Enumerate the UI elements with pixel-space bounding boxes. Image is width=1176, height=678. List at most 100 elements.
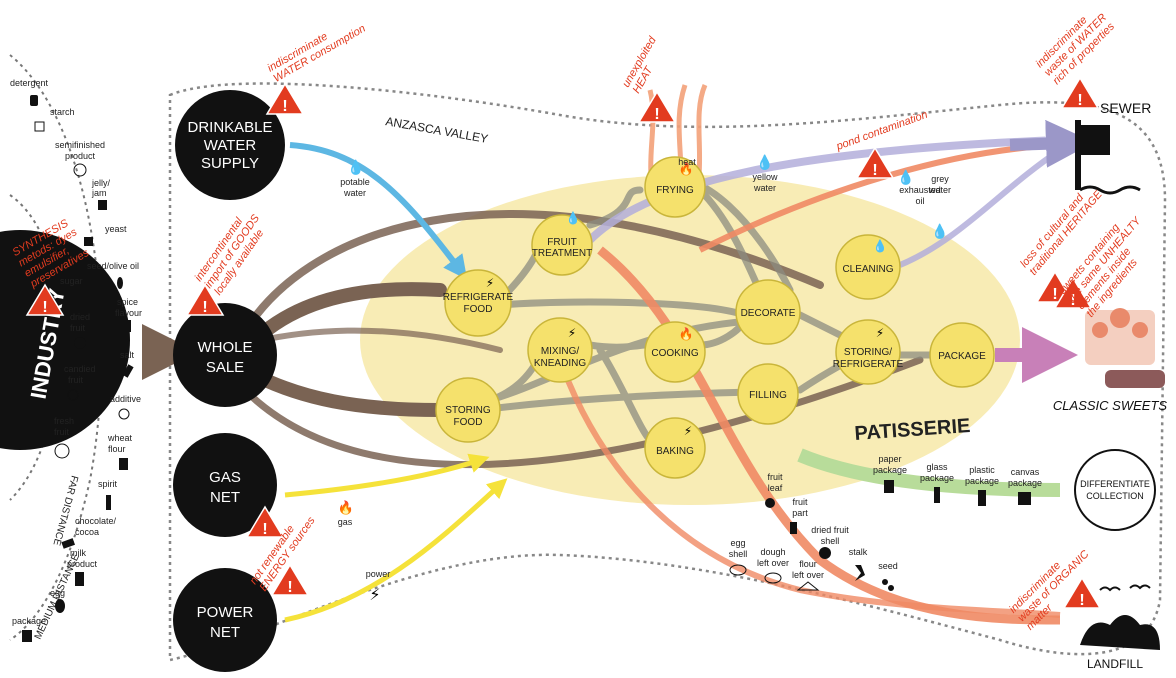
svg-text:canvas: canvas (1011, 467, 1040, 477)
baking-node (644, 417, 706, 479)
svg-text:dough: dough (760, 547, 785, 557)
svg-text:jelly/: jelly/ (91, 178, 111, 188)
package-node (929, 322, 995, 388)
svg-text:WHOLE: WHOLE (197, 339, 252, 356)
svg-text:egg: egg (730, 538, 745, 548)
spirit-icon (106, 495, 111, 510)
svg-text:unexploitedHEAT: unexploitedHEAT (620, 34, 669, 95)
warning-icon: ! (245, 505, 285, 538)
spice-icon (124, 320, 131, 332)
svg-text:paper: paper (878, 454, 901, 464)
lightning-icon: ⚡ (876, 326, 884, 340)
storing-refrigerate-node (835, 319, 901, 385)
svg-text:potable: potable (340, 177, 370, 187)
svg-text:NET: NET (210, 624, 240, 641)
drop-icon: 💧 (873, 239, 888, 253)
svg-text:fruit: fruit (70, 323, 86, 333)
additive-icon (118, 408, 130, 420)
svg-text:fruit: fruit (767, 472, 783, 482)
svg-text:REFRIGERATE: REFRIGERATE (443, 292, 514, 303)
differentiate-flow (797, 448, 1061, 497)
drop-icon: 💧 (566, 211, 581, 225)
warning-icon: ! (265, 82, 305, 115)
svg-text:yeast: yeast (105, 224, 127, 234)
potable-water-flow (289, 142, 468, 280)
svg-text:package: package (920, 473, 954, 483)
svg-text:DRINKABLE: DRINKABLE (187, 119, 272, 136)
svg-text:STORING: STORING (445, 405, 491, 416)
svg-text:flour: flour (108, 444, 126, 454)
stalk-icon (855, 565, 865, 581)
svg-text:FRYING: FRYING (656, 185, 694, 196)
egg-icon (55, 599, 65, 613)
svg-text:!: ! (654, 106, 659, 123)
jam-icon (98, 200, 107, 210)
svg-text:!: ! (262, 521, 267, 538)
salt-icon (122, 364, 134, 378)
svg-text:!: ! (872, 162, 877, 179)
svg-text:semifinished: semifinished (55, 140, 105, 150)
mixing-kneading-node (527, 317, 593, 383)
fruit-treatment-node (531, 214, 593, 276)
chocolate-icon (61, 538, 76, 549)
svg-text:SUPPLY: SUPPLY (201, 155, 259, 172)
yeast-icon (84, 237, 93, 246)
svg-text:glass: glass (926, 462, 948, 472)
leaf-icon (765, 498, 775, 508)
svg-text:fresh: fresh (54, 416, 74, 426)
sewer-pipe-icon (1080, 125, 1110, 155)
warning-icons: ! ! ! ! ! ! ! ! ! ! ! (25, 76, 1102, 609)
svg-text:water: water (343, 188, 366, 198)
package-icon (22, 630, 32, 642)
svg-text:indiscriminatewaste of WATERri: indiscriminatewaste of WATERrich of prop… (1034, 3, 1118, 87)
svg-text:yellow: yellow (752, 172, 778, 182)
svg-text:package: package (965, 476, 999, 486)
organic-waste-flow-2 (557, 358, 1061, 618)
dried-fruit-icon (74, 337, 86, 349)
svg-text:left over: left over (792, 570, 824, 580)
warning-icon: ! (1062, 576, 1102, 609)
svg-text:package: package (12, 616, 46, 626)
svg-text:FRUIT: FRUIT (547, 237, 576, 248)
decorate-node (735, 279, 801, 345)
water-supply-label: DRINKABLE WATER SUPPLY (187, 119, 272, 172)
industry-node (0, 230, 130, 450)
svg-text:LANDFILL: LANDFILL (1087, 657, 1143, 671)
svg-text:!: ! (202, 299, 207, 316)
svg-text:plastic: plastic (969, 465, 995, 475)
candied-fruit-icon (67, 389, 79, 401)
valley-label: ANZASCA VALLEY (384, 114, 489, 146)
svg-text:starch: starch (50, 107, 75, 117)
svg-text:COOKING: COOKING (651, 348, 698, 359)
svg-text:package: package (1008, 478, 1042, 488)
svg-text:FOOD: FOOD (464, 304, 493, 315)
grey-water-flow (898, 147, 1062, 268)
warning-icon: ! (1060, 76, 1100, 109)
svg-text:shell: shell (821, 536, 840, 546)
canvas-package-icon (1018, 492, 1031, 505)
svg-text:detergent: detergent (10, 78, 49, 88)
svg-text:POWER: POWER (197, 604, 254, 621)
svg-text:!: ! (1077, 92, 1082, 109)
svg-text:FILLING: FILLING (749, 390, 787, 401)
svg-text:salt: salt (120, 350, 135, 360)
fresh-fruit-icon (54, 443, 70, 459)
svg-text:left over: left over (757, 558, 789, 568)
svg-text:fruit: fruit (68, 375, 84, 385)
svg-text:!: ! (1079, 592, 1084, 609)
svg-text:sugar: sugar (60, 276, 83, 286)
svg-text:fruit: fruit (54, 427, 70, 437)
milk-icon (75, 572, 84, 586)
organic-items: fruit leaf fruit part egg shell dough le… (729, 472, 898, 591)
gas-flow (284, 453, 490, 498)
warning-icon: ! (1053, 276, 1093, 309)
svg-text:SEWER: SEWER (1100, 100, 1151, 116)
warning-icon: ! (25, 283, 65, 316)
svg-text:spice: spice (117, 297, 138, 307)
svg-text:PACKAGE: PACKAGE (938, 351, 986, 362)
svg-text:gas: gas (338, 517, 353, 527)
svg-text:milk: milk (70, 548, 86, 558)
gas-flame-icon: 🔥 (338, 500, 354, 516)
wholesale-node (173, 303, 277, 407)
oil-drop-icon: 💧 (897, 169, 914, 186)
